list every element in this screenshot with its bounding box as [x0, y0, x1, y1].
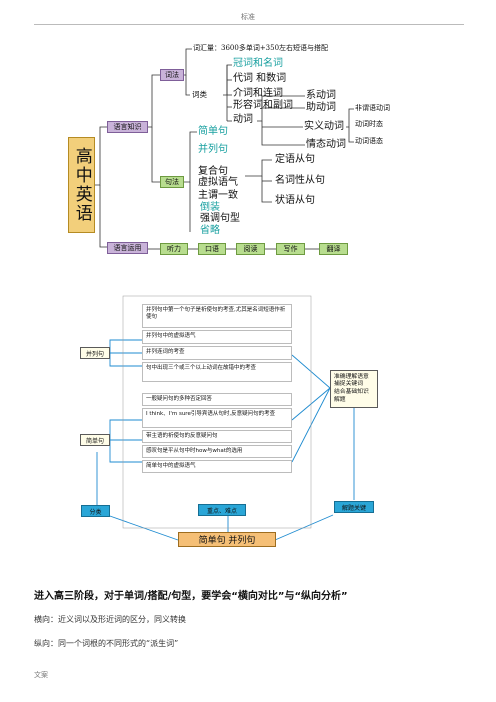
verb-type: 情态动词 [306, 139, 346, 150]
body-line: 横向：近义词以及形近词的区分，同义转换 [34, 615, 186, 624]
solving-strategy-box: 准确理解语意 捕捉关键词 结合基础知识 解题 [330, 370, 378, 408]
page-header: 标准 [241, 13, 255, 21]
body-line: 纵向：同一个词根的不同形式的“派生词” [34, 639, 179, 648]
compound-cell: 句中出现三个或三个以上动词在故错中的考查 [142, 362, 292, 382]
word-class-label: 词类 [192, 90, 207, 99]
page-footer: 文案 [34, 671, 48, 679]
clause-item: 定语从句 [275, 154, 315, 165]
simple-cell: I think、I'm sure引导宾语从句时,反意疑问句的考查 [142, 408, 292, 428]
sentence-item: 虚拟语气 [198, 177, 238, 188]
strategy-line: 结合基础知识 [334, 389, 369, 395]
grammar-node: 句法 [160, 176, 184, 188]
skill-node: 听力 [160, 243, 188, 255]
classify-node: 分类 [81, 505, 110, 517]
simple-cell: 简单句中的虚拟语气 [142, 460, 292, 473]
skill-node: 阅读 [236, 243, 265, 255]
verb-type: 系动词 [306, 90, 336, 101]
sentence-item: 主谓一致 [198, 190, 238, 201]
skill-node: 翻译 [319, 243, 348, 255]
skill-node: 写作 [276, 243, 305, 255]
branch-knowledge: 语言知识 [107, 121, 148, 133]
skill-node: 口语 [198, 243, 226, 255]
sentence-item: 复合句 [198, 166, 228, 177]
main-title-node: 高中英语 [68, 137, 95, 233]
header-rule [34, 24, 464, 25]
sentence-item: 省略 [200, 225, 220, 236]
verb-type: 实义动词 [304, 121, 344, 132]
word-item: 介词和连词 [233, 88, 283, 99]
verb-aspect: 非谓语动词 [355, 104, 390, 112]
strategy-line: 捕捉关键词 [334, 381, 363, 388]
label-compound-sentence: 并列句 [80, 347, 110, 359]
branch-use: 语言运用 [107, 242, 148, 254]
word-item: 代词 和数词 [233, 73, 287, 84]
verb-type: 助动词 [306, 102, 336, 113]
simple-cell: 带主语的祈使句的反意疑问句 [142, 430, 292, 443]
clause-item: 名词性从句 [275, 175, 325, 186]
simple-cell: 感叹句是平从句中时how与what的选用 [142, 445, 292, 458]
strategy-line: 解题 [334, 396, 346, 403]
main-title-text: 高中英语 [71, 147, 92, 223]
sentence-item: 简单句 [198, 126, 228, 137]
strategy-line: 准确理解语意 [334, 373, 369, 380]
key-node: 解题关键 [334, 501, 374, 513]
compound-cell: 并列连词的考查 [142, 346, 292, 360]
simple-cell: 一般疑问句的多种否定回答 [142, 393, 292, 406]
word-item: 动词 [233, 114, 253, 125]
bottom-title-node: 简单句 并列句 [178, 532, 276, 547]
word-item: 冠词和名词 [233, 58, 283, 69]
verb-aspect: 动词时态 [355, 120, 383, 128]
verb-aspect: 动词语态 [355, 137, 383, 145]
sentence-item: 倒装 [200, 202, 220, 213]
clause-item: 状语从句 [275, 195, 315, 206]
vocab-node: 词法 [160, 69, 184, 81]
sentence-item: 并列句 [198, 144, 228, 155]
compound-cell: 并列句中第一个句子是祈使句的考查,尤其是名词短语作祈使句 [142, 304, 292, 328]
section-heading: 进入高三阶段，对于单词/搭配/句型，要学会“横向对比”与“纵向分析” [34, 591, 348, 602]
label-simple-sentence: 简单句 [80, 434, 110, 446]
sentence-item: 强调句型 [200, 213, 240, 224]
focus-node: 重点、难点 [198, 504, 246, 516]
vocab-summary: 词汇量：3600多单词+350左右短语与搭配 [193, 44, 329, 52]
word-item: 形容词和副词 [233, 100, 293, 111]
compound-cell: 并列句中的虚拟语气 [142, 330, 292, 344]
